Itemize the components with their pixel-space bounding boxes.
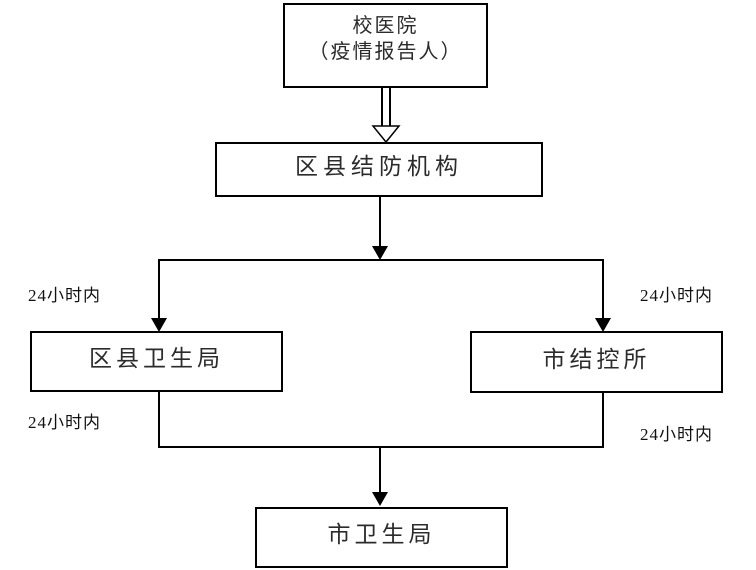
node-school-hospital-line1: 校医院 xyxy=(352,15,419,37)
arrowhead-right-icon xyxy=(595,318,611,332)
node-school-hospital-line2: （疫情报告人） xyxy=(308,41,463,63)
node-district-county-tb-org-label: 区县结防机构 xyxy=(295,154,463,179)
edge-label-upper-left: 24小时内 xyxy=(28,286,101,305)
node-district-county-health-bureau-label: 区县卫生局 xyxy=(89,346,224,371)
node-district-county-tb-org: 区县结防机构 xyxy=(215,142,543,197)
arrowhead-bottom-icon xyxy=(372,492,388,506)
edge-label-lower-right: 24小时内 xyxy=(640,425,713,444)
node-school-hospital: 校医院 （疫情报告人） xyxy=(283,3,488,88)
arrowhead-branch-icon xyxy=(372,246,388,260)
node-city-health-bureau-label: 市卫生局 xyxy=(327,522,436,547)
double-arrow-head-icon xyxy=(371,125,401,144)
node-city-health-bureau: 市卫生局 xyxy=(255,507,508,568)
arrowhead-left-icon xyxy=(151,318,167,332)
node-district-county-health-bureau: 区县卫生局 xyxy=(30,331,283,392)
node-city-tb-control-institute: 市结控所 xyxy=(470,331,723,393)
edge-label-lower-left: 24小时内 xyxy=(28,413,101,432)
node-city-tb-control-institute-label: 市结控所 xyxy=(542,346,651,372)
edge-label-upper-right: 24小时内 xyxy=(640,286,713,305)
